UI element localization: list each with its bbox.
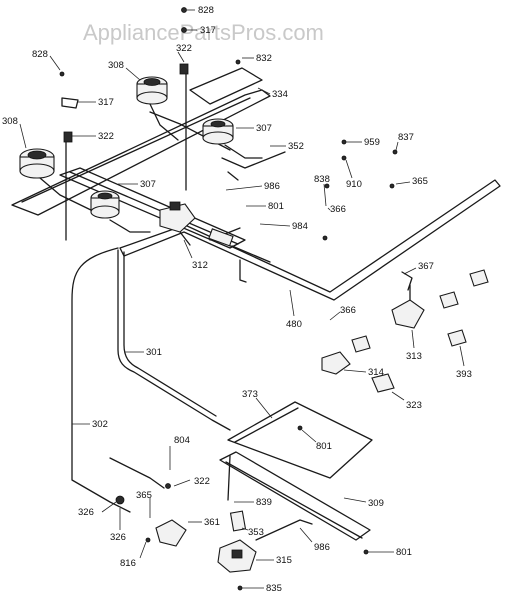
- callout-837: 837: [398, 132, 414, 143]
- callout-322-top: 322: [176, 43, 192, 54]
- callout-317-left: 317: [98, 97, 114, 108]
- shield-373: [227, 401, 373, 479]
- valve-361: [109, 457, 187, 547]
- callout-labels: 828 317 828 322 308 832 317 334 308 322 …: [2, 5, 472, 594]
- callout-910: 910: [346, 179, 362, 190]
- callout-801-mid: 801: [316, 441, 332, 452]
- callout-366-top: 366: [330, 204, 346, 215]
- callout-313: 313: [406, 351, 422, 362]
- callout-366-mid: 366: [340, 305, 356, 316]
- callout-367: 367: [418, 261, 434, 272]
- callout-307-right: 307: [256, 123, 272, 134]
- small-hardware: [59, 7, 398, 241]
- burner-box-assembly: [11, 67, 271, 249]
- callout-801-lower: 801: [396, 547, 412, 558]
- callout-838: 838: [314, 174, 330, 185]
- callout-365-right: 365: [412, 176, 428, 187]
- callout-801-top: 801: [268, 201, 284, 212]
- valve-315: [217, 539, 257, 573]
- valve-313: [391, 284, 425, 329]
- callout-326-left: 326: [78, 507, 94, 518]
- callout-839: 839: [256, 497, 272, 508]
- callout-816: 816: [120, 558, 136, 569]
- callout-322-mid: 322: [98, 131, 114, 142]
- bracket-323: [371, 373, 395, 393]
- callout-835: 835: [266, 583, 282, 594]
- callout-393: 393: [456, 369, 472, 380]
- callout-828-left: 828: [32, 49, 48, 60]
- watermark: AppliancePartsPros.com: [83, 20, 324, 45]
- callout-315: 315: [276, 555, 292, 566]
- callout-309: 309: [368, 498, 384, 509]
- callout-986-lower: 986: [314, 542, 330, 553]
- callout-365-lower: 365: [136, 490, 152, 501]
- callout-352: 352: [288, 141, 304, 152]
- tube-986-lower: [255, 519, 313, 541]
- burner-308-rear: [136, 76, 179, 141]
- orifice-984: [208, 228, 271, 283]
- callout-302: 302: [92, 419, 108, 430]
- tube-301: [117, 249, 231, 431]
- callout-323: 323: [406, 400, 422, 411]
- callout-308-left: 308: [2, 116, 18, 127]
- tube-302: [71, 247, 131, 513]
- callout-480: 480: [286, 319, 302, 330]
- callout-307-front: 307: [140, 179, 156, 190]
- callout-832: 832: [256, 53, 272, 64]
- burner-307-front: [90, 190, 151, 233]
- callout-959: 959: [364, 137, 380, 148]
- callout-373: 373: [242, 389, 258, 400]
- callout-828-top: 828: [198, 5, 214, 16]
- callout-317-top: 317: [200, 25, 216, 36]
- callout-334: 334: [272, 89, 288, 100]
- callout-353: 353: [248, 527, 264, 538]
- callout-984: 984: [292, 221, 308, 232]
- callout-986-top: 986: [264, 181, 280, 192]
- valve-314: [321, 351, 351, 375]
- callout-308-rear: 308: [108, 60, 124, 71]
- burner-307-right: [202, 118, 263, 159]
- callout-361: 361: [204, 517, 220, 528]
- callout-314: 314: [368, 367, 384, 378]
- callout-326-lower: 326: [110, 532, 126, 543]
- knob-stems: [351, 269, 489, 353]
- callout-804: 804: [174, 435, 190, 446]
- burner-tube-352: [221, 151, 286, 169]
- callout-301: 301: [146, 347, 162, 358]
- manifold-480: [119, 179, 501, 301]
- burner-309: [219, 451, 371, 541]
- valve-312: [159, 201, 196, 246]
- burner-308-left: [19, 148, 96, 213]
- callout-312: 312: [192, 260, 208, 271]
- callout-322-lower: 322: [194, 476, 210, 487]
- orifice-353: [229, 510, 247, 532]
